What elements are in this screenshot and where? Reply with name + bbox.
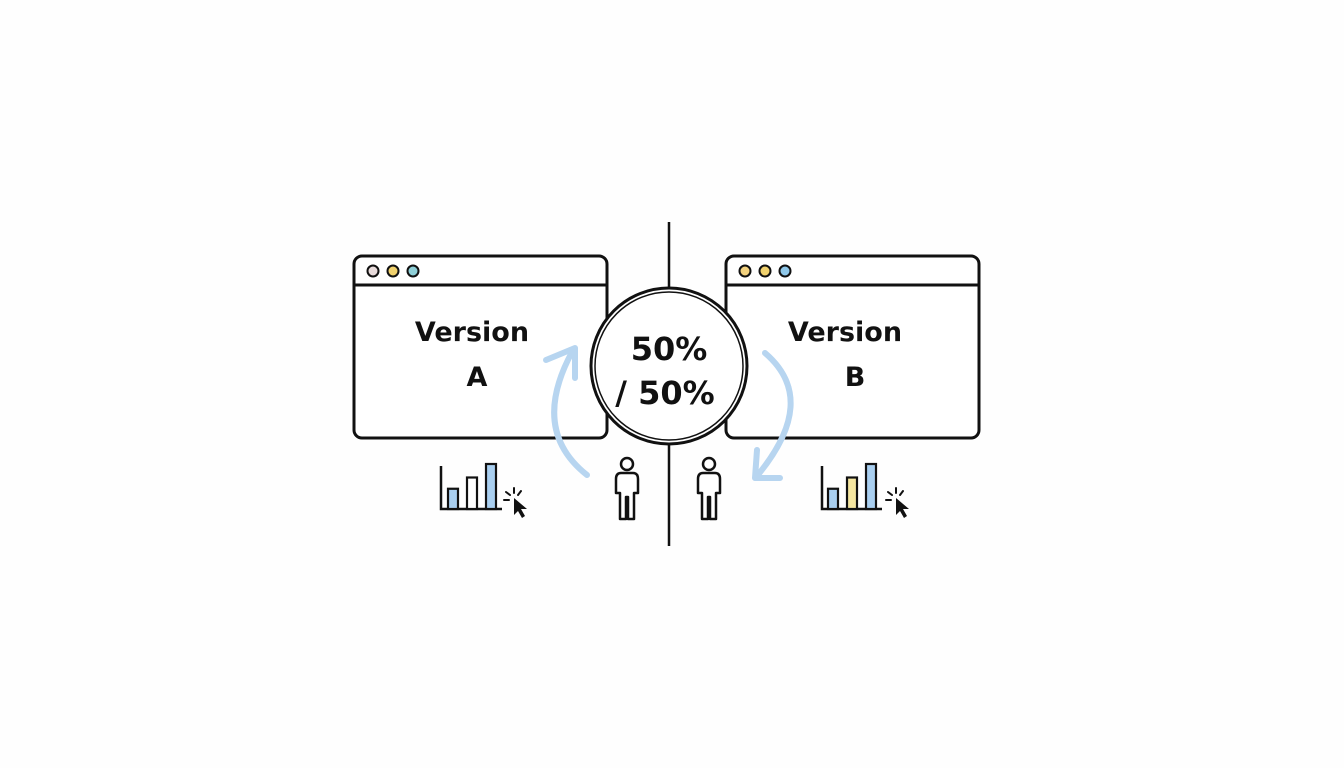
window-dot-icon [386, 264, 400, 278]
version-b-letter: B [845, 362, 866, 393]
version-b-title: Version [788, 317, 902, 348]
version-b-window: Version B [724, 254, 981, 440]
split-percent-a: 50% [631, 330, 708, 368]
traffic-split-badge: 50% / 50% [589, 286, 749, 446]
version-a-title: Version [415, 317, 529, 348]
chart-bar [446, 487, 460, 511]
split-percent-b: / 50% [615, 374, 714, 412]
window-dot-icon [778, 264, 792, 278]
window-dot-icon [758, 264, 772, 278]
chart-bar [826, 487, 840, 511]
click-cursor-icon [503, 487, 528, 519]
cycle-arrow-icon [752, 350, 794, 481]
window-dot-icon [406, 264, 420, 278]
bar-chart-icon [439, 462, 502, 511]
click-cursor-icon [885, 487, 910, 519]
chart-bar [845, 476, 859, 511]
person-icon [696, 456, 722, 521]
bar-chart-icon [820, 462, 882, 511]
chart-bar [484, 462, 498, 511]
window-dot-icon [738, 264, 752, 278]
chart-bar [465, 476, 479, 511]
person-icon [614, 456, 640, 521]
chart-bar [864, 462, 878, 511]
cycle-arrow-icon [543, 345, 590, 478]
version-a-letter: A [467, 362, 488, 393]
window-dot-icon [366, 264, 380, 278]
version-a-window: Version A [352, 254, 609, 440]
